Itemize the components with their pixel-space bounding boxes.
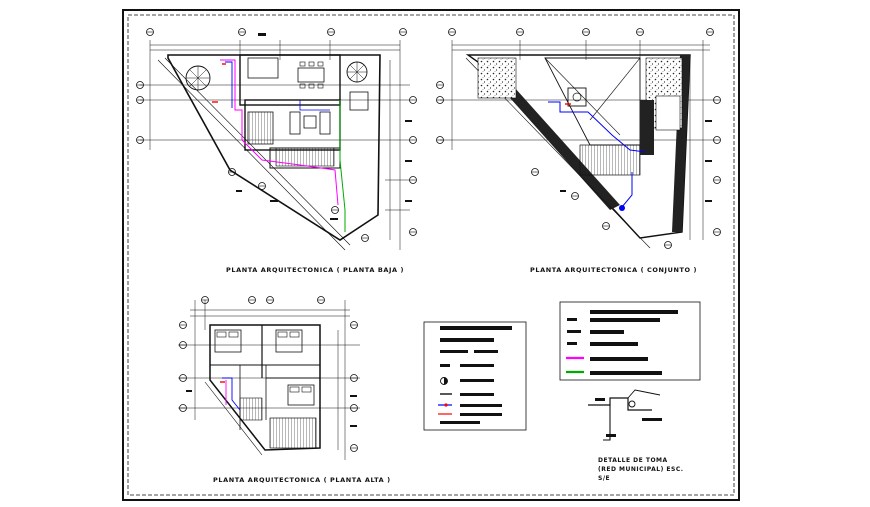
axis-marker-icon <box>136 96 144 104</box>
water-meter-icon <box>440 377 448 385</box>
axis-marker-icon <box>436 136 444 144</box>
axis-marker-icon <box>706 28 714 36</box>
axis-marker-icon <box>409 136 417 144</box>
axis-marker-icon <box>713 228 721 236</box>
axis-marker-icon <box>516 28 524 36</box>
axis-marker-icon <box>713 176 721 184</box>
axis-marker-icon <box>317 296 325 304</box>
axis-marker-icon <box>448 28 456 36</box>
axis-marker-icon <box>350 321 358 329</box>
bed-icon <box>214 329 242 353</box>
tree-icon <box>346 61 368 83</box>
axis-marker-icon <box>713 96 721 104</box>
ground-floor-plan <box>136 28 417 251</box>
dining-table-icon <box>297 61 325 89</box>
axis-marker-icon <box>179 404 187 412</box>
symbol-legend <box>423 321 527 431</box>
axis-marker-icon <box>248 296 256 304</box>
bed-icon <box>287 384 315 406</box>
axis-marker-icon <box>436 81 444 89</box>
axis-marker-icon <box>266 296 274 304</box>
ground-floor-caption: PLANTA ARQUITECTONICA ( PLANTA BAJA ) <box>226 266 405 274</box>
axis-marker-icon <box>350 374 358 382</box>
sheet-frame-inner <box>127 14 735 496</box>
upper-floor-plan <box>178 296 360 460</box>
bed-icon <box>275 329 303 353</box>
axis-marker-icon <box>136 81 144 89</box>
axis-marker-icon <box>179 341 187 349</box>
axis-marker-icon <box>399 28 407 36</box>
roof-plan <box>436 28 721 249</box>
axis-marker-icon <box>350 404 358 412</box>
pipe-legend <box>559 301 701 381</box>
upper-floor-caption: PLANTA ARQUITECTONICA ( PLANTA ALTA ) <box>213 476 391 484</box>
axis-marker-icon <box>664 241 672 249</box>
axis-marker-icon <box>179 374 187 382</box>
roof-caption: PLANTA ARQUITECTONICA ( CONJUNTO ) <box>530 266 698 274</box>
axis-marker-icon <box>146 28 154 36</box>
axis-marker-icon <box>409 228 417 236</box>
axis-marker-icon <box>582 28 590 36</box>
sheet-frame-outer <box>122 9 740 501</box>
axis-marker-icon <box>331 206 339 214</box>
detail-note: DETALLE DE TOMA (RED MUNICIPAL) ESC. S/E <box>598 456 684 483</box>
axis-marker-icon <box>571 192 579 200</box>
axis-marker-icon <box>179 321 187 329</box>
axis-marker-icon <box>136 136 144 144</box>
sofa-icon <box>289 111 331 135</box>
tree-icon <box>185 65 211 91</box>
axis-marker-icon <box>350 444 358 452</box>
axis-marker-icon <box>409 96 417 104</box>
axis-marker-icon <box>602 222 610 230</box>
axis-marker-icon <box>531 168 539 176</box>
detail-note-line2: (RED MUNICIPAL) ESC. <box>598 466 684 473</box>
axis-marker-icon <box>238 28 246 36</box>
axis-marker-icon <box>327 28 335 36</box>
detail-note-line1: DETALLE DE TOMA <box>598 457 668 464</box>
axis-marker-icon <box>361 234 369 242</box>
axis-marker-icon <box>713 136 721 144</box>
axis-marker-icon <box>436 96 444 104</box>
axis-marker-icon <box>636 28 644 36</box>
axis-marker-icon <box>409 176 417 184</box>
detail-note-line3: S/E <box>598 475 611 482</box>
connection-detail <box>588 389 662 441</box>
